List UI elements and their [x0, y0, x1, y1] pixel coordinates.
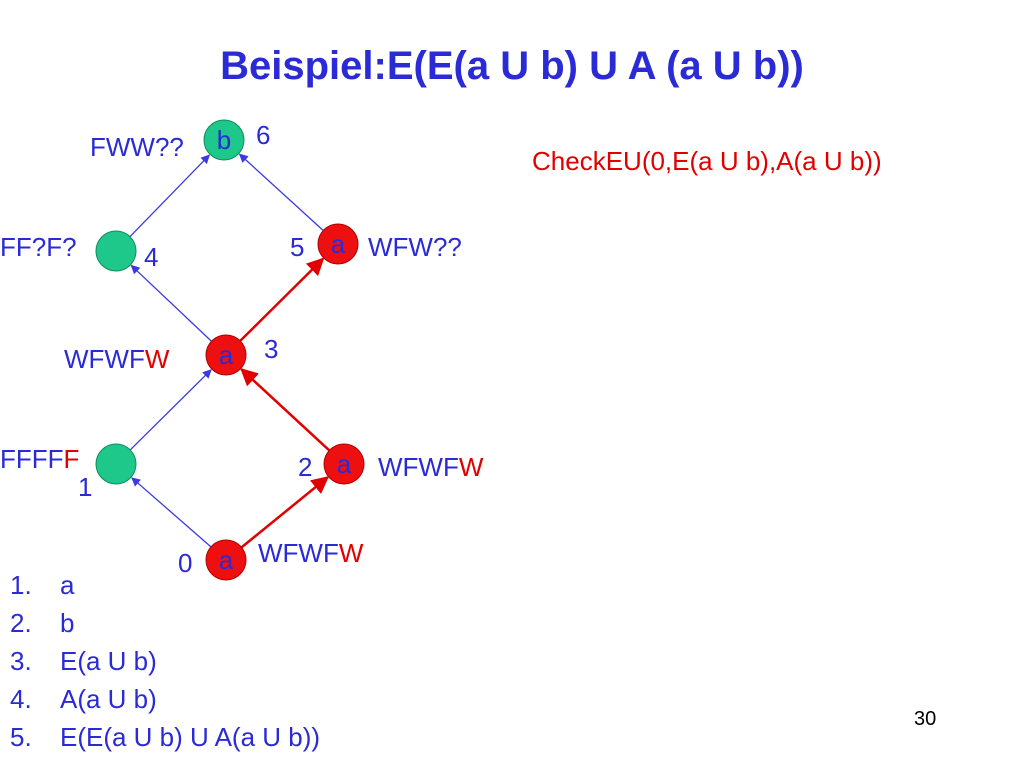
node-5-status: WFW??: [368, 232, 462, 262]
node-3-symbol: a: [219, 340, 234, 370]
formula-item: 3.E(a U b): [10, 646, 157, 676]
node-6-status: FWW??: [90, 132, 184, 162]
node-2-status: WFWFW: [378, 452, 484, 482]
node-1: [95, 443, 137, 485]
node-3-number: 3: [264, 334, 279, 364]
node-6: [203, 119, 245, 161]
formula-item: 5.E(E(a U b) U A(a U b)): [10, 722, 321, 752]
node-1-number: 1: [78, 472, 93, 502]
formula-item: 1.a: [10, 570, 75, 600]
formula-item: 4.A(a U b): [10, 684, 157, 714]
edge-1-3: [129, 369, 212, 451]
node-5-number: 5: [290, 232, 305, 262]
node-5: [317, 223, 359, 265]
node-2-number: 2: [298, 452, 313, 482]
edges-layer: [129, 153, 331, 549]
node-0-status: WFWFW: [258, 538, 364, 568]
edge-2-3: [240, 368, 331, 452]
edge-0-1: [131, 477, 212, 548]
nodes-layer: a a a a b: [95, 119, 365, 581]
node-0-symbol: a: [219, 545, 234, 575]
formula-item: 2.b: [10, 608, 75, 638]
check-call-text: CheckEU(0,E(a U b),A(a U b)): [532, 146, 882, 176]
node-4-status: FF?F?: [0, 232, 77, 262]
formula-list: 1.a 2.b 3.E(a U b) 4.A(a U b) 5.E(E(a U …: [10, 566, 320, 756]
node-5-symbol: a: [331, 229, 346, 259]
edge-4-6: [129, 154, 210, 238]
node-4: [95, 230, 137, 272]
page-title: Beispiel:E(E(a U b) U A (a U b)): [220, 44, 804, 88]
node-1-status: FFFFF: [0, 444, 80, 474]
edge-5-6: [238, 153, 324, 232]
node-6-symbol: b: [217, 125, 231, 155]
edge-0-2: [240, 476, 330, 549]
node-6-number: 6: [256, 120, 271, 150]
node-4-number: 4: [144, 242, 159, 272]
page-number: 30: [914, 708, 937, 730]
edge-3-4: [130, 264, 212, 342]
node-2: [323, 443, 365, 485]
edge-3-5: [239, 257, 325, 342]
node-0: [205, 539, 247, 581]
node-2-symbol: a: [337, 449, 352, 479]
node-3-status: WFWFW: [64, 344, 170, 374]
node-3: [205, 334, 247, 376]
node-0-number: 0: [178, 548, 193, 578]
